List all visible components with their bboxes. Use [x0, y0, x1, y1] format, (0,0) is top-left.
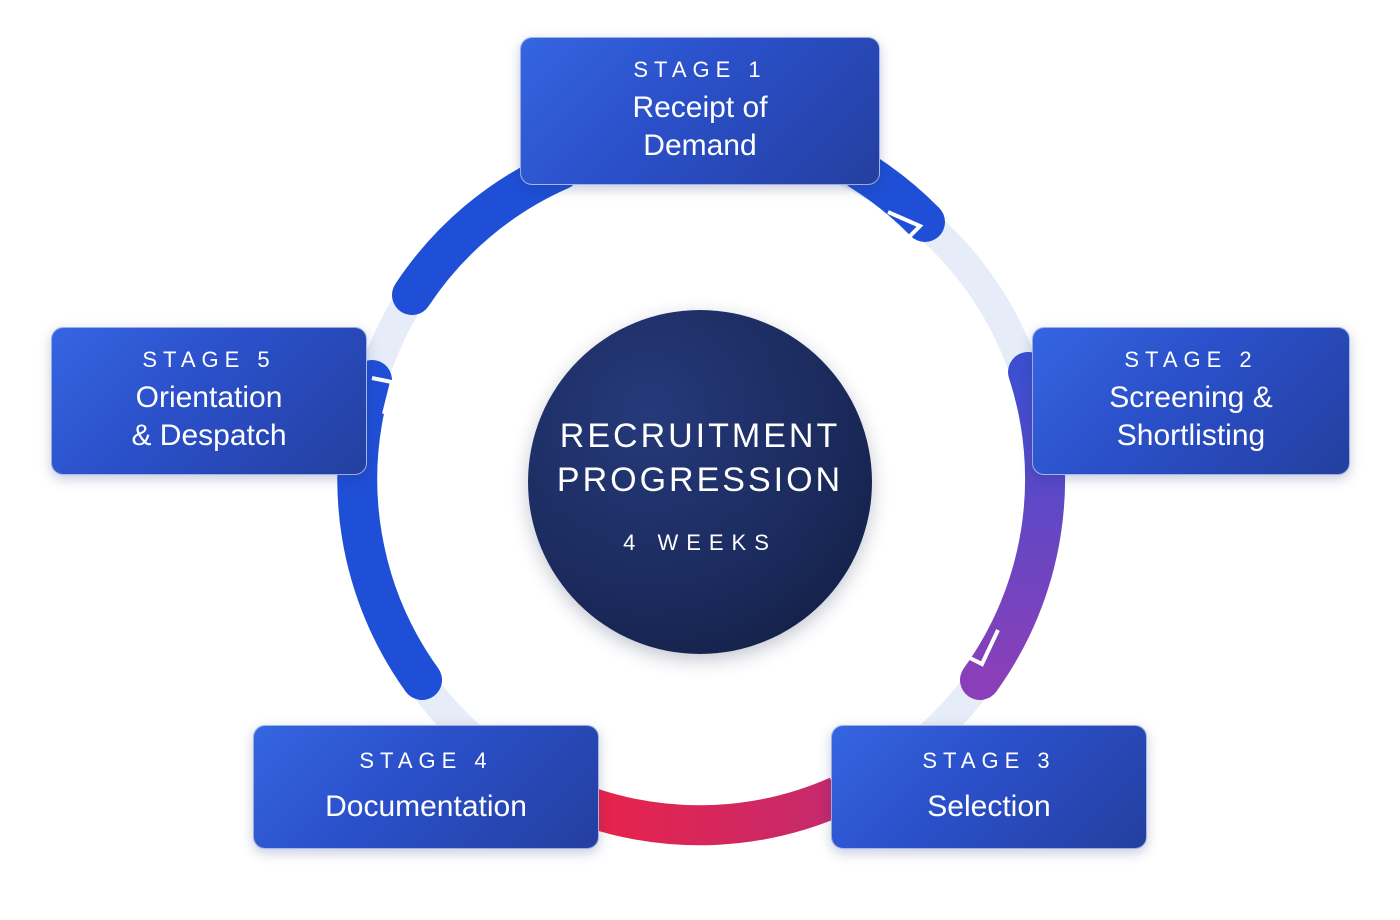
stage-label: STAGE 1 — [633, 57, 767, 82]
hub-duration: 4 WEEKS — [623, 530, 777, 555]
stage-label: STAGE 3 — [922, 748, 1056, 773]
stage-title: Orientation & Despatch — [131, 381, 287, 452]
stage-title: Screening & Shortlisting — [1109, 381, 1273, 452]
stage-card-2: STAGE 2 Screening & Shortlisting — [1032, 327, 1350, 475]
stage-card-5: STAGE 5 Orientation & Despatch — [51, 327, 367, 475]
arc-stage3-to-stage4 — [585, 777, 847, 846]
center-hub: RECRUITMENT PROGRESSION 4 WEEKS — [528, 310, 872, 654]
hub-title: RECRUITMENT PROGRESSION — [556, 417, 844, 499]
stage-title: Documentation — [325, 790, 527, 823]
stage-label: STAGE 5 — [142, 347, 276, 372]
stage-card-3: STAGE 3 Selection — [831, 725, 1147, 849]
arc-stage5-to-stage1 — [392, 150, 580, 315]
stage-label: STAGE 2 — [1124, 347, 1258, 372]
stage-card-1: STAGE 1 Receipt of Demand — [520, 37, 880, 185]
stage-title: Receipt of Demand — [632, 91, 768, 162]
stage-label: STAGE 4 — [359, 748, 493, 773]
chevron-arrow-icon — [887, 210, 924, 242]
chevron-arrow-icon — [965, 629, 1000, 667]
chevron-arrow-icon — [371, 376, 395, 415]
stage-title: Selection — [927, 790, 1051, 823]
stage-card-4: STAGE 4 Documentation — [253, 725, 599, 849]
